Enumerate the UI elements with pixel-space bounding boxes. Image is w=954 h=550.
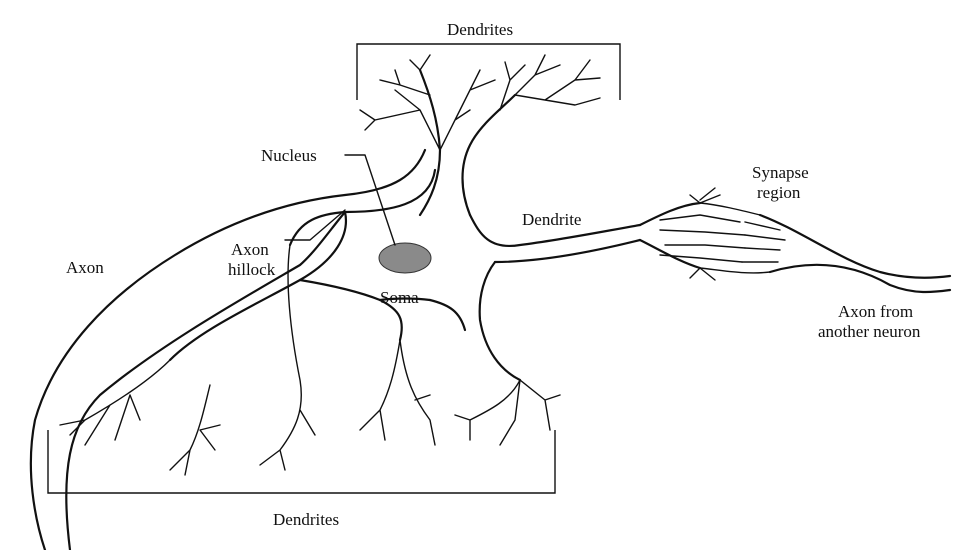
top-dendrites bbox=[360, 55, 600, 150]
soma-label: Soma bbox=[380, 288, 419, 308]
axon-hillock-label-line2: hillock bbox=[228, 260, 275, 280]
nucleus-pointer bbox=[345, 155, 395, 245]
axon-label: Axon bbox=[66, 258, 104, 278]
nucleus-label: Nucleus bbox=[261, 146, 317, 166]
dendrites-bottom-bracket bbox=[48, 430, 555, 493]
dendrites-bottom-label: Dendrites bbox=[273, 510, 339, 530]
synapse-label-line1: Synapse bbox=[752, 163, 809, 183]
nucleus-shape bbox=[379, 243, 431, 273]
axon-hillock-label-line1: Axon bbox=[231, 240, 269, 260]
dendrite-label: Dendrite bbox=[522, 210, 581, 230]
synapse-label-line2: region bbox=[757, 183, 800, 203]
soma-body bbox=[31, 70, 640, 550]
axon-from-label-line1: Axon from bbox=[838, 302, 913, 322]
dendrites-top-label: Dendrites bbox=[447, 20, 513, 40]
axon-from-label-line2: another neuron bbox=[818, 322, 920, 342]
synapse-region-drawing bbox=[640, 195, 950, 292]
